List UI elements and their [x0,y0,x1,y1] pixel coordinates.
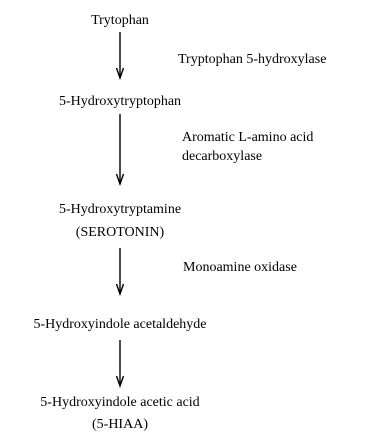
arrow-down-icon [115,32,125,80]
compound-label-line: 5-Hydroxyindole acetic acid [40,395,200,410]
compound-label-line: Trytophan [91,13,149,28]
arrow-down-icon [115,248,125,296]
enzyme-aromatic-l-amino-acid-decarboxylase: Aromatic L-amino acid decarboxylase [182,128,313,166]
arrow-down-icon [115,114,125,186]
compound-label-line: 5-Hydroxytryptophan [58,94,182,109]
arrow-down-icon [115,340,125,388]
enzyme-label-line: Aromatic L-amino acid [182,130,314,145]
compound-serotonin: 5-Hydroxytryptamine (SEROTONIN) [30,198,210,244]
compound-5-hiaa: 5-Hydroxyindole acetic acid (5-HIAA) [10,392,230,436]
enzyme-label-line: decarboxylase [182,149,263,164]
enzyme-tryptophan-5-hydroxylase: Tryptophan 5-hydroxylase [178,50,326,69]
compound-label-line: (SEROTONIN) [75,225,165,240]
enzyme-monoamine-oxidase: Monoamine oxidase [183,258,297,277]
enzyme-label-line: Monoamine oxidase [183,260,297,275]
enzyme-label-line: Tryptophan 5-hydroxylase [178,52,327,67]
compound-label-line: (5-HIAA) [92,417,148,432]
compound-5-hydroxyindole-acetaldehyde: 5-Hydroxyindole acetaldehyde [2,316,238,333]
compound-5-hydroxytryptophan: 5-Hydroxytryptophan [40,93,200,110]
compound-label-line: 5-Hydroxytryptamine [58,202,182,217]
compound-tryptophan: Trytophan [70,12,170,29]
compound-label-line: 5-Hydroxyindole acetaldehyde [33,317,207,332]
